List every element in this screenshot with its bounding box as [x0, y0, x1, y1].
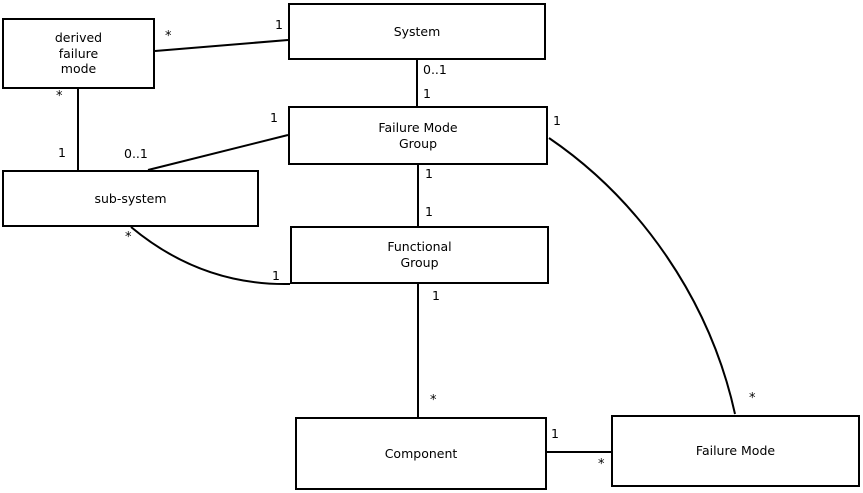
multiplicity-fmg-fg-one-top: 1 [425, 166, 433, 181]
multiplicity-dfm-subsystem-one: 1 [58, 145, 66, 160]
multiplicity-fmg-fg-one-bottom: 1 [425, 204, 433, 219]
multiplicity-subsystem-fmg-zero-one: 0..1 [124, 146, 148, 161]
multiplicity-subsystem-fg-one: 1 [272, 268, 280, 283]
class-box-label-functional-group: Functional Group [387, 239, 452, 270]
class-box-functional-group[interactable]: Functional Group [290, 226, 549, 284]
class-box-label-sub-system: sub-system [94, 190, 167, 206]
class-box-label-failure-mode-group: Failure Mode Group [378, 119, 458, 151]
multiplicity-dfm-subsystem-star: * [56, 89, 63, 104]
class-box-system[interactable]: System [288, 3, 546, 60]
multiplicity-dfm-system-one: 1 [275, 17, 283, 32]
multiplicity-dfm-system-star: * [165, 29, 172, 44]
multiplicity-fmg-fm-one: 1 [553, 113, 561, 128]
class-box-failure-mode[interactable]: Failure Mode [611, 415, 860, 487]
class-box-component[interactable]: Component [295, 417, 547, 490]
class-box-label-failure-mode: Failure Mode [695, 443, 776, 459]
multiplicity-subsystem-fg-star: * [125, 230, 132, 245]
class-box-sub-system[interactable]: sub-system [2, 170, 259, 227]
class-box-failure-mode-group[interactable]: Failure Mode Group [288, 106, 548, 165]
multiplicity-fg-component-one: 1 [432, 288, 440, 303]
association-sub-system-to-functional-group [130, 226, 291, 286]
multiplicity-component-fm-star: * [598, 457, 605, 472]
association-derived-failure-mode-to-system [154, 39, 289, 52]
multiplicity-system-fmg-one: 1 [423, 86, 431, 101]
multiplicity-component-fm-one: 1 [551, 426, 559, 441]
multiplicity-subsystem-fmg-one: 1 [270, 110, 278, 125]
class-box-label-component: Component [384, 445, 458, 461]
association-failure-mode-group-to-failure-mode [548, 137, 736, 415]
class-box-label-derived-failure-mode: derived failure mode [54, 30, 103, 77]
class-box-label-system: System [393, 23, 441, 39]
class-box-derived-failure-mode[interactable]: derived failure mode [2, 18, 155, 89]
association-sub-system-to-failure-mode-group [147, 134, 289, 171]
multiplicity-system-fmg-zero-one: 0..1 [423, 62, 447, 77]
multiplicity-fg-component-star: * [430, 393, 437, 408]
multiplicity-fmg-fm-star: * [749, 391, 756, 406]
